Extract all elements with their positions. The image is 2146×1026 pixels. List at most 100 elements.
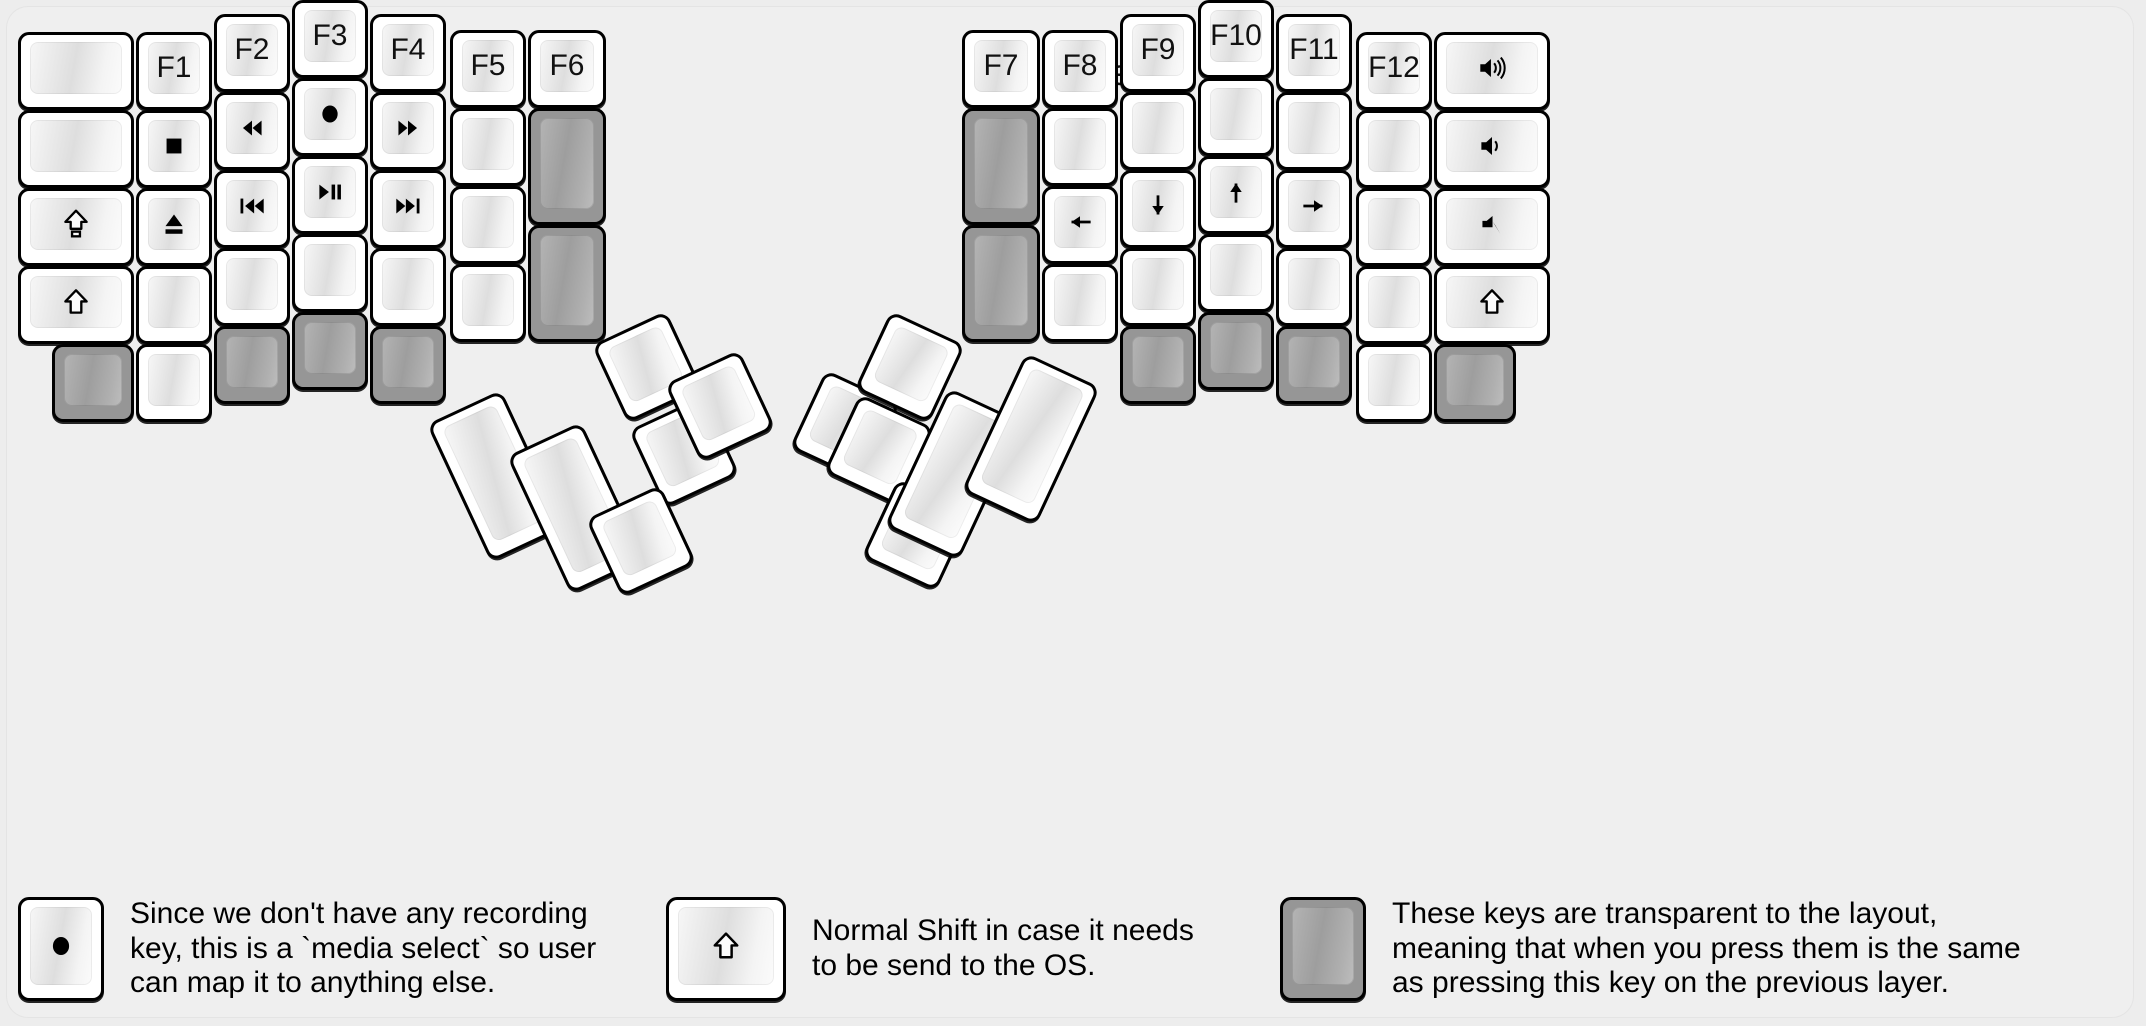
key-left_half-col-pinky-r3[interactable] [136,266,212,344]
keycap-face [1292,907,1354,985]
legend-text-0: Since we don't have any recording key, t… [130,896,597,1000]
key-right_half-col-pinky-r4[interactable] [1356,344,1432,422]
keycap-face [679,363,758,443]
key-right_half-col-ring-r4[interactable] [1276,326,1352,404]
key-left_half-col-middle-r3[interactable] [292,234,368,312]
key-right_half-col-ring-r3[interactable] [1276,248,1352,326]
key-left_half-col-pinky-outer-r0[interactable] [18,32,134,110]
media-next-track-icon [391,189,425,223]
key-left_half-col-index-r0[interactable]: F4 [370,14,446,92]
key-right_half-col-index-r3[interactable] [1120,248,1196,326]
keycap-face [1288,336,1340,388]
key-right_half-col-middle-r2[interactable] [1198,156,1274,234]
arrow-left-icon [1071,216,1091,228]
keycap-face [462,118,514,170]
key-right_half-col-middle-r3[interactable] [1198,234,1274,312]
key-legend: F9 [1140,33,1176,66]
media-next-track-icon [396,198,420,214]
keycap-face: F7 [974,40,1028,92]
key-right_half-col-pinky-outer-r4[interactable] [1434,344,1516,422]
key-right_half-col-middle-r1[interactable] [1198,78,1274,156]
key-left_half-col-index-inner-r1[interactable] [450,108,526,186]
key-right_half-col-ring-r1[interactable] [1276,92,1352,170]
caps-lock-icon [59,207,93,241]
key-right_half-col-pinky-r1[interactable] [1356,110,1432,188]
media-fast-forward-icon [398,120,418,136]
keycap-face [30,42,122,94]
key-right_half-col-index-r4[interactable] [1120,326,1196,404]
key-left_half-col-ring-r2[interactable] [214,170,290,248]
key-left_half-col-pinky-r2[interactable] [136,188,212,266]
key-legend: F1 [156,51,192,84]
keycap-face: F4 [382,24,434,76]
key-left_half-col-middle-r2[interactable] [292,156,368,234]
arrow-down-icon [1152,195,1164,215]
key-right_half-col-pinky-outer-r0[interactable] [1434,32,1550,110]
key-left_half-col-ring-r3[interactable] [214,248,290,326]
transparent-key-sample [1280,897,1366,1001]
key-left_half-col-pinky-outer-r4[interactable] [52,344,134,422]
key-left_half-col-inner-r2[interactable] [528,225,606,342]
key-left_half-col-pinky-outer-r3[interactable] [18,266,134,344]
key-right_half-col-inner-r1[interactable] [962,108,1040,225]
key-right_half-col-pinky-outer-r3[interactable] [1434,266,1550,344]
key-legend: F2 [234,33,270,66]
key-left_half-col-index-inner-r0[interactable]: F5 [450,30,526,108]
key-left_half-col-pinky-r0[interactable]: F1 [136,32,212,110]
keycap-face: F10 [1210,10,1262,62]
key-right_half-col-inner-r2[interactable] [962,225,1040,342]
key-right_half-col-index-inner-r1[interactable] [1042,108,1118,186]
key-left_half-col-index-r2[interactable] [370,170,446,248]
keycap-face [1054,196,1106,248]
key-left_half-col-index-inner-r3[interactable] [450,264,526,342]
legend-text-1: Normal Shift in case it needs to be send… [812,914,1194,982]
media-stop-icon [157,129,191,163]
key-left_half-col-index-r3[interactable] [370,248,446,326]
key-left_half-col-inner-r1[interactable] [528,108,606,225]
keycap-face [148,354,200,406]
key-left_half-col-index-r4[interactable] [370,326,446,404]
key-left_half-col-index-r1[interactable] [370,92,446,170]
key-right_half-col-pinky-outer-r2[interactable] [1434,188,1550,266]
key-right_half-col-pinky-r0[interactable]: F12 [1356,32,1432,110]
key-right_half-col-middle-r4[interactable] [1198,312,1274,390]
key-left_half-col-middle-r1[interactable] [292,78,368,156]
key-right_half-col-index-r0[interactable]: F9 [1120,14,1196,92]
volume-down-icon [1481,136,1498,156]
key-right_half-col-ring-r2[interactable] [1276,170,1352,248]
key-legend: F5 [470,49,506,82]
shift-icon [713,932,739,959]
media-eject-icon [157,207,191,241]
keycap-face [382,102,434,154]
media-stop-icon [166,138,182,154]
key-right_half-col-index-inner-r3[interactable] [1042,264,1118,342]
media-rewind-icon [242,120,262,136]
keycap-face [678,907,774,985]
key-left_half-col-middle-r4[interactable] [292,312,368,390]
legend-strip: Since we don't have any recording key, t… [0,872,2146,1026]
key-right_half-col-index-inner-r2[interactable] [1042,186,1118,264]
key-left_half-col-ring-r1[interactable] [214,92,290,170]
key-right_half-col-index-inner-r0[interactable]: F8 [1042,30,1118,108]
key-left_half-col-ring-r4[interactable] [214,326,290,404]
key-right_half-col-pinky-outer-r1[interactable] [1434,110,1550,188]
key-left_half-col-pinky-outer-r2[interactable] [18,188,134,266]
key-left_half-col-index-inner-r2[interactable] [450,186,526,264]
key-right_half-col-middle-r0[interactable]: F10 [1198,0,1274,78]
key-left_half-col-pinky-outer-r1[interactable] [18,110,134,188]
keycap-face [1446,120,1538,172]
key-right_half-col-ring-r0[interactable]: F11 [1276,14,1352,92]
keycap-face [462,274,514,326]
key-left_half-col-middle-r0[interactable]: F3 [292,0,368,78]
keycap-face [872,324,951,404]
key-right_half-col-index-r1[interactable] [1120,92,1196,170]
key-left_half-col-inner-r0[interactable]: F6 [528,30,606,108]
key-right_half-col-pinky-r2[interactable] [1356,188,1432,266]
key-right_half-col-pinky-r3[interactable] [1356,266,1432,344]
key-right_half-col-inner-r0[interactable]: F7 [962,30,1040,108]
key-left_half-col-pinky-r4[interactable] [136,344,212,422]
key-left_half-col-pinky-r1[interactable] [136,110,212,188]
keycap-face [540,235,594,326]
key-right_half-col-index-r2[interactable] [1120,170,1196,248]
key-left_half-col-ring-r0[interactable]: F2 [214,14,290,92]
